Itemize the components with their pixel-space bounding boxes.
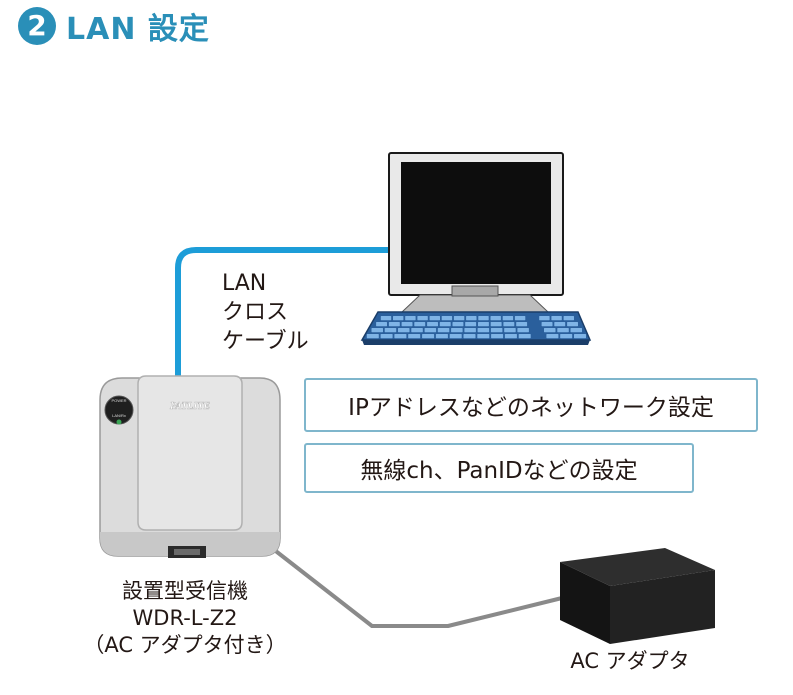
keyboard-key: [451, 328, 463, 333]
keyboard-key: [393, 316, 404, 321]
keyboard-key: [398, 328, 410, 333]
keyboard-key: [574, 334, 586, 339]
keyboard-key: [504, 328, 516, 333]
lan-cable-label-line: ケーブル: [222, 329, 309, 354]
keyboard-key: [408, 334, 421, 339]
device-power-label: POWER: [111, 398, 126, 403]
monitor: [388, 152, 564, 313]
keyboard-key: [502, 316, 514, 321]
adapter-caption: AC アダプタ: [570, 649, 690, 673]
keyboard-key: [491, 334, 504, 339]
keyboard-key: [429, 316, 440, 321]
lan-cable-label-line: クロス: [222, 300, 289, 325]
keyboard-key: [539, 316, 550, 321]
keyboard-key: [414, 322, 426, 327]
section-heading: 2 LAN 設定: [18, 4, 210, 48]
receiver-device: PATLITE POWER LAN/Rx: [99, 375, 281, 558]
keyboard-key: [424, 328, 437, 333]
keyboard-key: [411, 328, 423, 333]
keyboard-key: [478, 322, 489, 327]
keyboard-key: [384, 328, 397, 333]
keyboard-key: [405, 316, 416, 321]
keyboard-key: [463, 334, 476, 339]
power-cable: [266, 543, 564, 628]
keyboard: [360, 311, 592, 345]
network-setting-box: IPアドレスなどのネットワーク設定: [304, 378, 758, 432]
wireless-setting-box: 無線ch、PanIDなどの設定: [304, 443, 694, 493]
keyboard-key: [563, 316, 574, 321]
keyboard-key: [380, 316, 392, 321]
keyboard-key: [465, 322, 477, 327]
keyboard-key: [466, 316, 477, 321]
keyboard-key: [551, 316, 562, 321]
device-caption-line: WDR-L-Z2: [132, 606, 238, 630]
keyboard-key: [490, 322, 502, 327]
keyboard-key: [516, 322, 528, 327]
keyboard-key: [504, 334, 517, 339]
keyboard-key: [490, 328, 503, 333]
keyboard-key: [477, 328, 490, 333]
keyboard-key: [435, 334, 448, 339]
keyboard-key: [439, 322, 451, 327]
ac-adapter: [560, 548, 715, 644]
keyboard-key: [417, 316, 428, 321]
device-caption: 設置型受信機 WDR-L-Z2 （AC アダプタ付き）: [70, 578, 300, 659]
keyboard-key: [366, 334, 379, 339]
keyboard-key: [514, 316, 526, 321]
keyboard-key: [560, 334, 573, 339]
keyboard-key: [478, 316, 489, 321]
keyboard-key: [376, 322, 387, 327]
keyboard-key: [517, 328, 529, 333]
keyboard-key: [546, 334, 559, 339]
keyboard-key: [541, 322, 553, 327]
keyboard-key: [394, 334, 407, 339]
keyboard-key: [544, 328, 556, 333]
device-caption-line: （AC アダプタ付き）: [83, 633, 287, 657]
keyboard-key: [401, 322, 413, 327]
lan-cable-label: LAN クロス ケーブル: [222, 269, 309, 356]
keyboard-key: [503, 322, 515, 327]
keyboard-key: [452, 322, 464, 327]
keyboard-key: [437, 328, 450, 333]
keyboard-key: [518, 334, 531, 339]
keyboard-key: [388, 322, 400, 327]
keyboard-key: [557, 328, 569, 333]
keyboard-key: [422, 334, 435, 339]
keyboard-key: [441, 316, 453, 321]
keyboard-key: [371, 328, 383, 333]
keyboard-key: [427, 322, 438, 327]
keyboard-key: [567, 322, 578, 327]
keyboard-key: [554, 322, 566, 327]
device-caption-line: 設置型受信機: [122, 579, 248, 603]
device-brand-logo: PATLITE: [170, 401, 211, 412]
step-number-badge: 2: [18, 7, 56, 45]
section-title: LAN 設定: [66, 12, 210, 47]
lan-cable: [175, 247, 395, 381]
keyboard-key: [490, 316, 501, 321]
keyboard-key: [570, 328, 582, 333]
keyboard-key: [464, 328, 476, 333]
keyboard-key: [453, 316, 465, 321]
keyboard-key: [449, 334, 462, 339]
keyboard-key: [380, 334, 393, 339]
keyboard-key: [477, 334, 490, 339]
lan-cable-label-line: LAN: [222, 271, 267, 296]
device-lan-label: LAN/Rx: [112, 413, 126, 418]
